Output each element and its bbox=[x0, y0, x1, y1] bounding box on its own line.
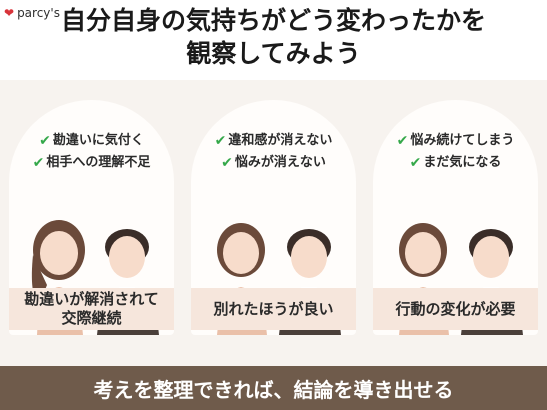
title-line-1: 自分自身の気持ちがどう変わったかを bbox=[60, 6, 486, 35]
card-3-point-2: ✔ まだ気になる bbox=[410, 152, 502, 174]
check-icon: ✔ bbox=[221, 155, 233, 171]
footer-banner: 考えを整理できれば、結論を導き出せる bbox=[0, 366, 547, 410]
check-icon: ✔ bbox=[214, 133, 227, 149]
card-2-caption: 別れたほうが良い bbox=[191, 288, 356, 330]
card-1-caption: 勘違いが解消されて 交際継続 bbox=[9, 288, 174, 330]
brand-logo: ❤ parcy's bbox=[4, 6, 60, 20]
check-icon: ✔ bbox=[39, 133, 51, 149]
brand-logo-text: parcy's bbox=[17, 6, 60, 20]
heart-icon: ❤ bbox=[4, 6, 15, 20]
page-title: 自分自身の気持ちがどう変わったかを 観察してみよう bbox=[0, 4, 547, 70]
card-3-point-1: ✔ 悩み続けてしまう bbox=[397, 130, 515, 152]
card-1-point-1: ✔ 勘違いに気付く bbox=[39, 130, 144, 152]
card-2-points: ✔ 違和感が消えない ✔ 悩みが消えない bbox=[191, 130, 356, 174]
card-2-point-1: ✔ 違和感が消えない bbox=[215, 130, 333, 152]
check-icon: ✔ bbox=[32, 155, 45, 171]
title-line-2: 観察してみよう bbox=[186, 39, 361, 68]
card-2-point-2: ✔ 悩みが消えない bbox=[221, 152, 326, 174]
card-3-points: ✔ 悩み続けてしまう ✔ まだ気になる bbox=[373, 130, 538, 174]
card-3-caption: 行動の変化が必要 bbox=[373, 288, 538, 330]
footer-text: 考えを整理できれば、結論を導き出せる bbox=[93, 377, 454, 402]
card-1-points: ✔ 勘違いに気付く ✔ 相手への理解不足 bbox=[9, 130, 174, 174]
check-icon: ✔ bbox=[396, 133, 409, 149]
check-icon: ✔ bbox=[409, 155, 422, 171]
card-1-point-2: ✔ 相手への理解不足 bbox=[33, 152, 151, 174]
